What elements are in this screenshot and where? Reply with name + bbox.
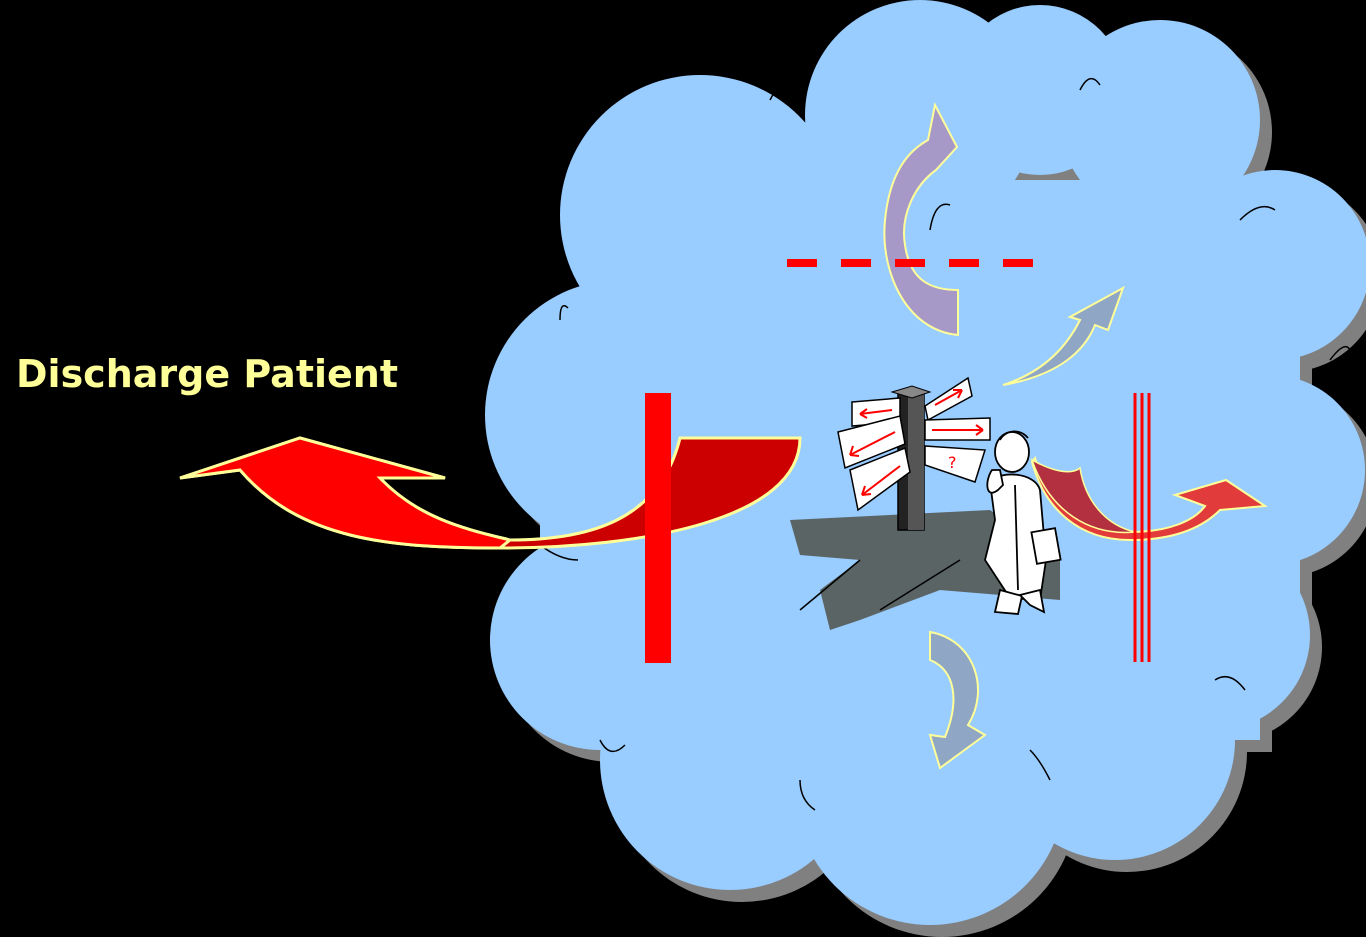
discharge-arrow-head (180, 438, 510, 548)
sign-question-mark: ? (948, 453, 957, 472)
solid-barrier (645, 393, 671, 663)
slide-label: Discharge Patient (16, 352, 398, 396)
